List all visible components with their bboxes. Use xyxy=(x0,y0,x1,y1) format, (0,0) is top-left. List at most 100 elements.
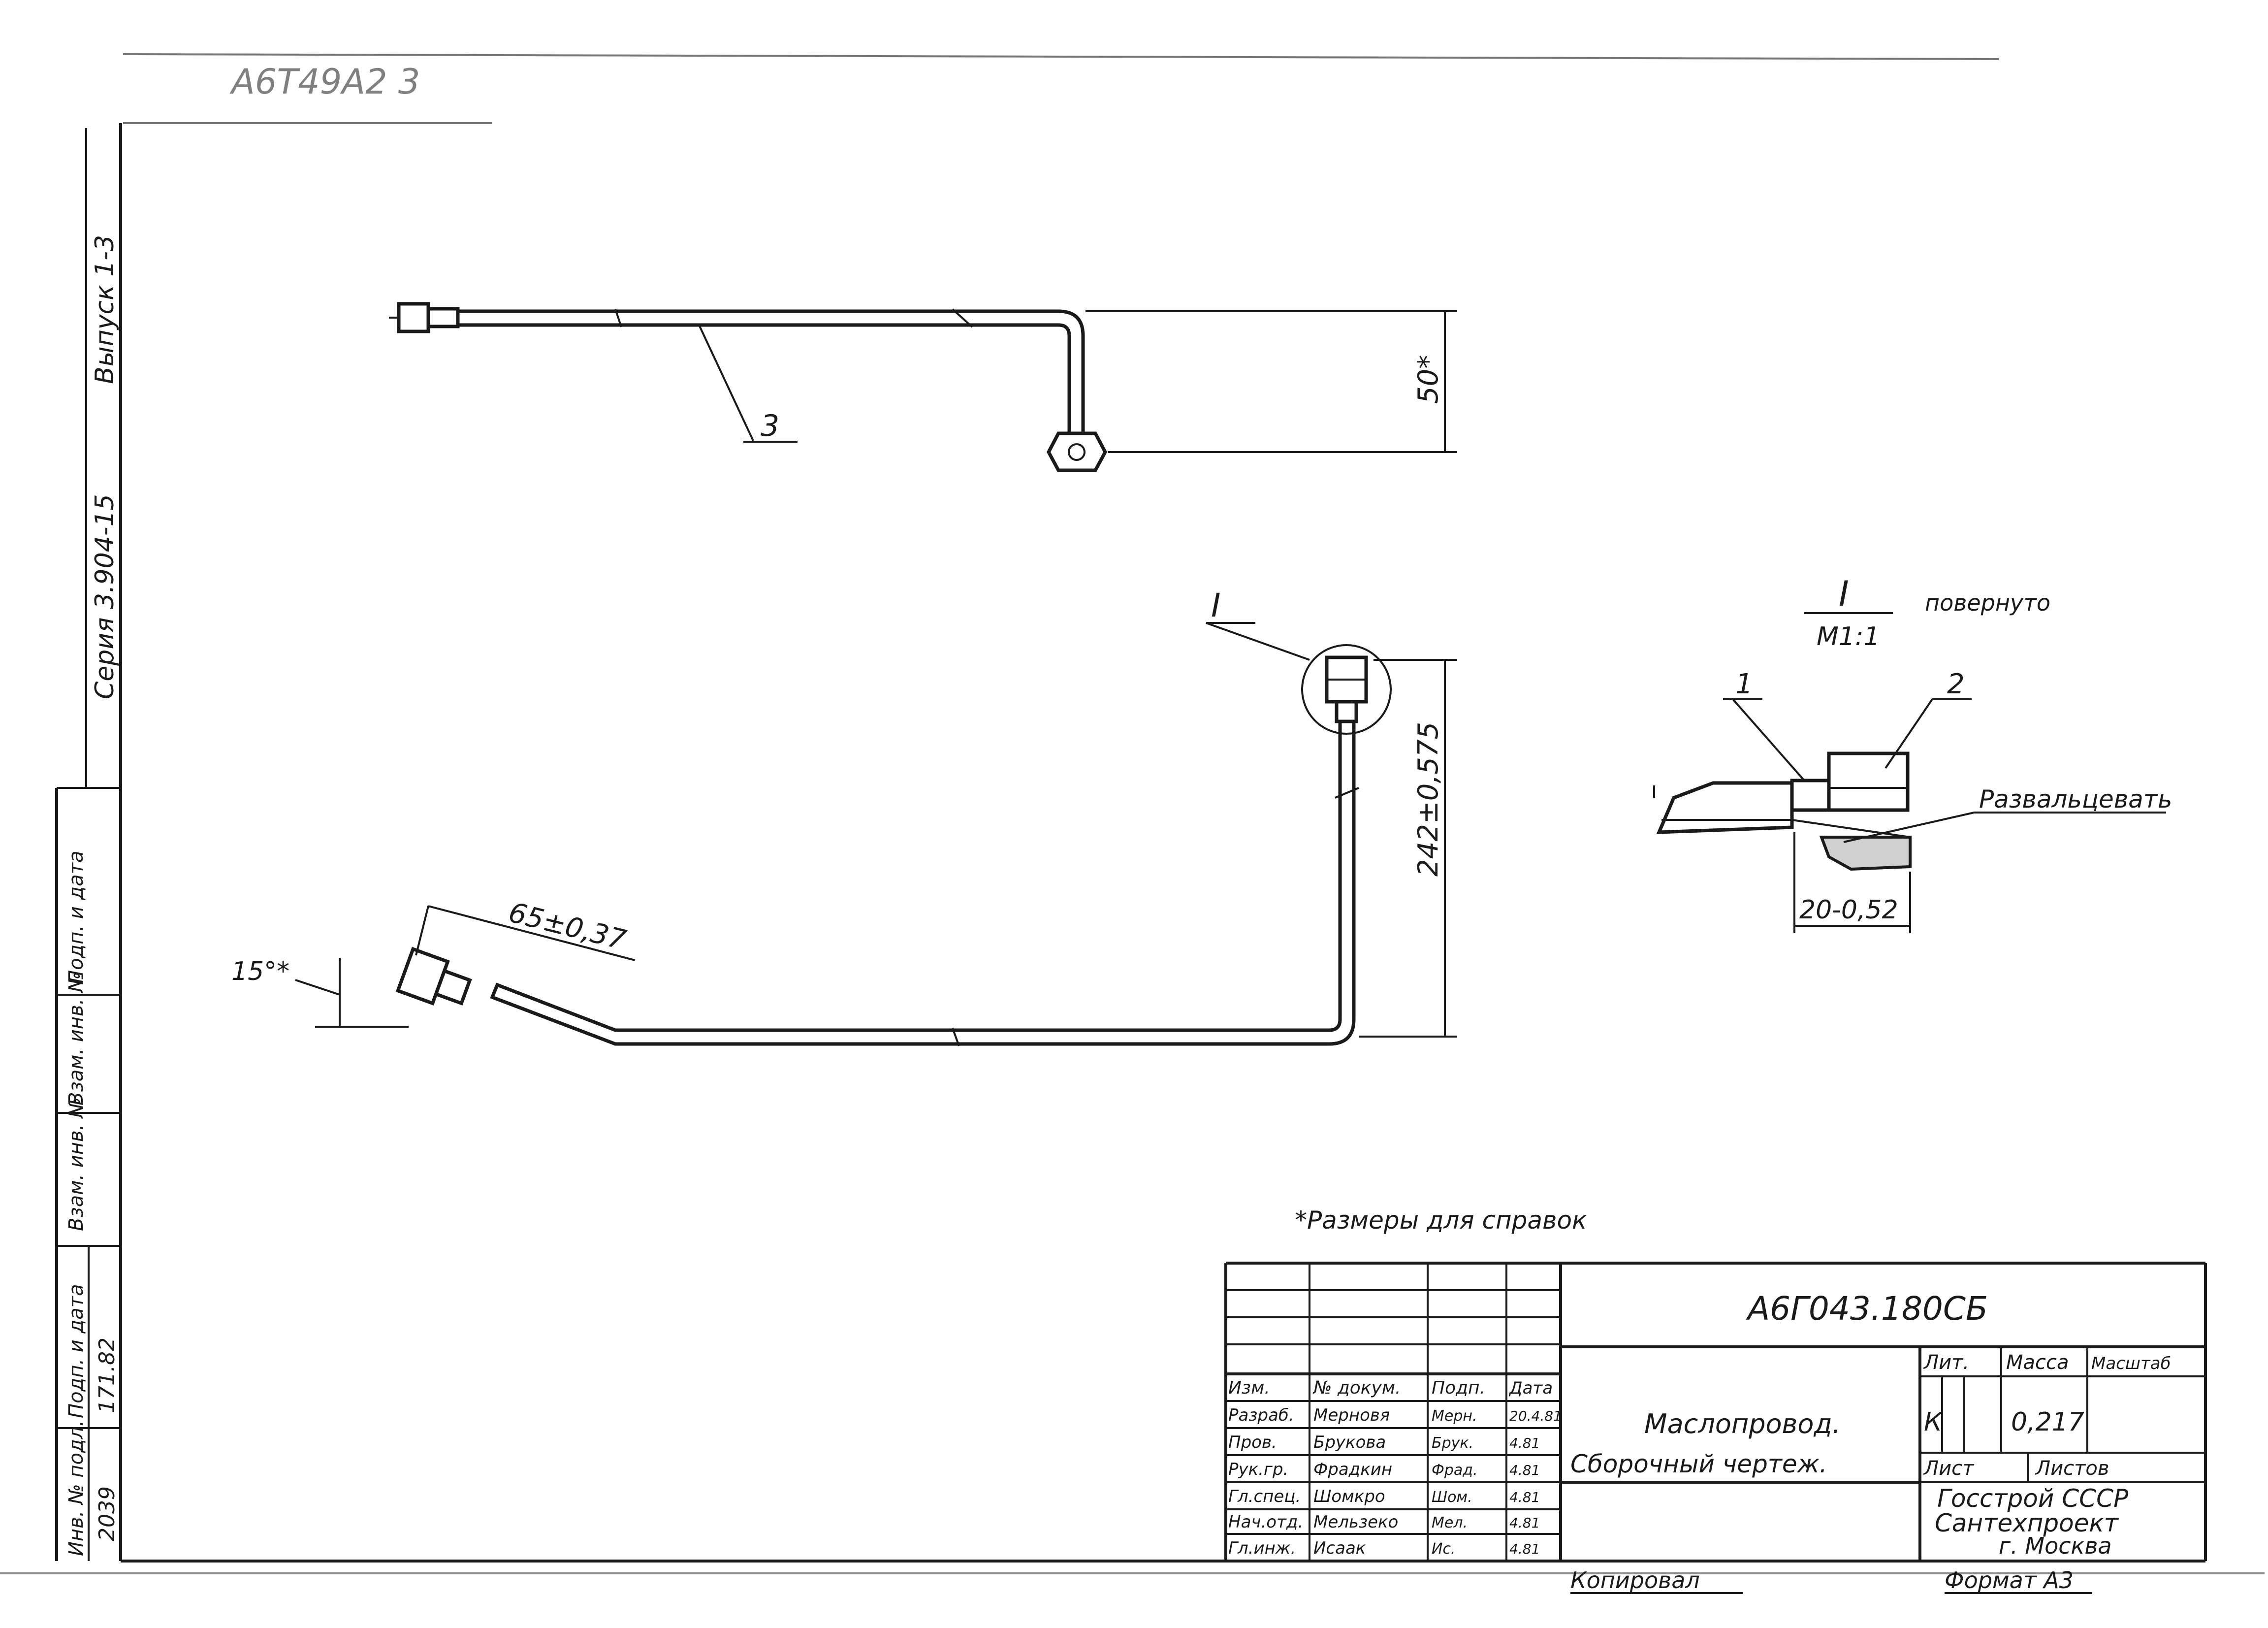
seriya-label: Серия 3.904-15 xyxy=(90,494,120,699)
upper-pipe: 3 xyxy=(389,302,1107,472)
tb-format: Формат А3 xyxy=(1945,1567,2074,1594)
dim-50: 50* xyxy=(1086,310,1457,453)
tb-row-sign: Брук. xyxy=(1432,1434,1473,1452)
detail-title: I xyxy=(1839,574,1849,614)
top-trim-line xyxy=(123,53,1999,60)
top-stamp: A6T49A2 3 xyxy=(229,62,420,102)
tb-row-sign: Ис. xyxy=(1432,1540,1455,1558)
dim-65-text: 65±0,37 xyxy=(506,897,630,957)
tb-row-name: Исаак xyxy=(1313,1538,1366,1558)
tb-header-doc: № докум. xyxy=(1312,1378,1401,1398)
dim-242-text: 242±0,575 xyxy=(1412,722,1444,877)
dim-15deg-text: 15°* xyxy=(231,957,289,986)
tb-org-line2: Сантехпроект xyxy=(1935,1509,2119,1537)
detail-pipe-body xyxy=(1656,781,1794,834)
tb-row-name: Фрадкин xyxy=(1313,1460,1392,1479)
callout-I-label: I xyxy=(1211,586,1220,624)
tb-row-date: 4.81 xyxy=(1509,1489,1540,1505)
dim-65-ext xyxy=(415,906,429,956)
tb-scale-label: Масштаб xyxy=(2091,1354,2171,1373)
vzam-inv-label-2: Взам. инв. № xyxy=(65,1097,88,1231)
upper-pipe-mark xyxy=(614,309,622,327)
lower-pipe-body xyxy=(490,719,1356,1046)
podp-data-label-2: Подп. и дата xyxy=(65,1284,88,1418)
detail-cut-line xyxy=(1791,819,1911,838)
tb-row-role: Гл.спец. xyxy=(1228,1487,1301,1506)
lower-pipe-mark xyxy=(952,1028,960,1046)
dim-242: 242±0,575 xyxy=(1359,659,1457,1038)
upper-pipe-bottom-nut xyxy=(1047,431,1107,472)
tb-row-sign: Фрад. xyxy=(1432,1462,1478,1479)
tb-row-sign: Мерн. xyxy=(1432,1407,1477,1425)
tb-row-role: Нач.отд. xyxy=(1228,1512,1303,1532)
dim-65: 65±0,37 xyxy=(415,897,636,961)
callout-2-leader xyxy=(1885,698,1933,769)
dim-20-text: 20-0,52 xyxy=(1799,895,1898,925)
inv-podl-label: Инв. № подл. xyxy=(65,1420,88,1556)
tb-copied: Копировал xyxy=(1570,1567,1700,1594)
callout-2-label: 2 xyxy=(1947,668,1965,700)
tb-lit-value: К xyxy=(1924,1407,1943,1437)
lower-pipe-left-nipple xyxy=(434,969,472,1006)
vzam-inv-label: Взам. инв. № xyxy=(65,972,88,1106)
upper-pipe-left-nipple xyxy=(426,307,460,328)
tb-row-name: Мерновя xyxy=(1313,1405,1390,1425)
tb-row-name: Шомкро xyxy=(1313,1487,1385,1506)
tb-row-role: Пров. xyxy=(1228,1433,1277,1452)
tb-name-line1: Маслопровод. xyxy=(1644,1408,1841,1439)
left-margin-column: Выпуск 1-3 Серия 3.904-15 Подп. и дата В… xyxy=(55,128,121,1561)
tb-header-izm: Изм. xyxy=(1228,1378,1270,1398)
reference-note: *Размеры для справок xyxy=(1295,1206,1587,1235)
detail-scale: М1:1 xyxy=(1817,622,1880,651)
tb-row-role: Разраб. xyxy=(1228,1405,1294,1425)
detail-nipple xyxy=(1790,779,1831,812)
tb-org-line1: Госстрой СССР xyxy=(1937,1484,2129,1513)
tb-row-sign: Мел. xyxy=(1432,1514,1468,1531)
tb-row-date: 4.81 xyxy=(1509,1541,1540,1557)
tb-sheet-label: Лист xyxy=(1923,1457,1975,1480)
flare-note: Развальцевать xyxy=(1979,785,2172,814)
callout-1-leader xyxy=(1732,698,1805,781)
tb-row-date: 4.81 xyxy=(1509,1515,1540,1531)
tb-row-name: Брукова xyxy=(1313,1433,1386,1452)
inv-no-value: 2039 xyxy=(95,1486,120,1541)
title-block: Изм. № докум. Подп. Дата Разраб. Мерновя… xyxy=(1224,1262,2207,1594)
tb-lit-label: Лит. xyxy=(1923,1351,1969,1374)
flare-leader xyxy=(1843,812,1975,843)
tb-row-date: 4.81 xyxy=(1509,1462,1540,1478)
callout-3-leader xyxy=(698,325,754,441)
tb-mass-label: Масса xyxy=(2006,1351,2069,1374)
detail-view: I М1:1 повернуто 1 2 Развальцевать 20-0,… xyxy=(1653,574,2172,933)
dim-50-text: 50* xyxy=(1412,355,1444,404)
podp-data-label: Подп. и дата xyxy=(65,851,88,985)
upper-pipe-break xyxy=(952,308,973,328)
date-value: 171.82 xyxy=(95,1337,120,1413)
detail-nut xyxy=(1827,751,1910,812)
upper-pipe-left-nut xyxy=(397,302,430,333)
dim-65-line xyxy=(428,905,636,961)
detail-section xyxy=(1819,836,1912,871)
tb-header-date: Дата xyxy=(1508,1378,1553,1398)
tb-row-date: 4.81 xyxy=(1509,1435,1540,1451)
lower-pipe-top-nipple xyxy=(1335,700,1358,723)
lower-pipe: I xyxy=(395,586,1392,1046)
upper-pipe-nut-hole xyxy=(1068,443,1086,461)
tb-sheets-label: Листов xyxy=(2035,1457,2109,1480)
tb-row-date: 20.4.81 xyxy=(1509,1408,1562,1424)
callout-1-label: 1 xyxy=(1735,668,1753,700)
tb-row-role: Гл.инж. xyxy=(1228,1538,1296,1558)
tb-row-sign: Шом. xyxy=(1432,1489,1472,1506)
tb-org-line3: г. Москва xyxy=(1999,1532,2112,1559)
vypusk-label: Выпуск 1-3 xyxy=(90,235,120,384)
callout-3-label: 3 xyxy=(761,409,779,443)
lower-pipe-left-fitting xyxy=(395,946,472,1006)
tb-designation: А6Г043.180СБ xyxy=(1746,1290,1988,1328)
lower-pipe-break xyxy=(1335,787,1359,799)
callout-I-leader xyxy=(1206,622,1310,661)
detail-I-circle xyxy=(1301,644,1392,735)
tb-header-sign: Подп. xyxy=(1432,1378,1485,1398)
tb-row-name: Мельзеко xyxy=(1313,1512,1398,1532)
detail-rotated: повернуто xyxy=(1925,589,2050,616)
tb-name-line2: Сборочный чертеж. xyxy=(1570,1450,1827,1478)
